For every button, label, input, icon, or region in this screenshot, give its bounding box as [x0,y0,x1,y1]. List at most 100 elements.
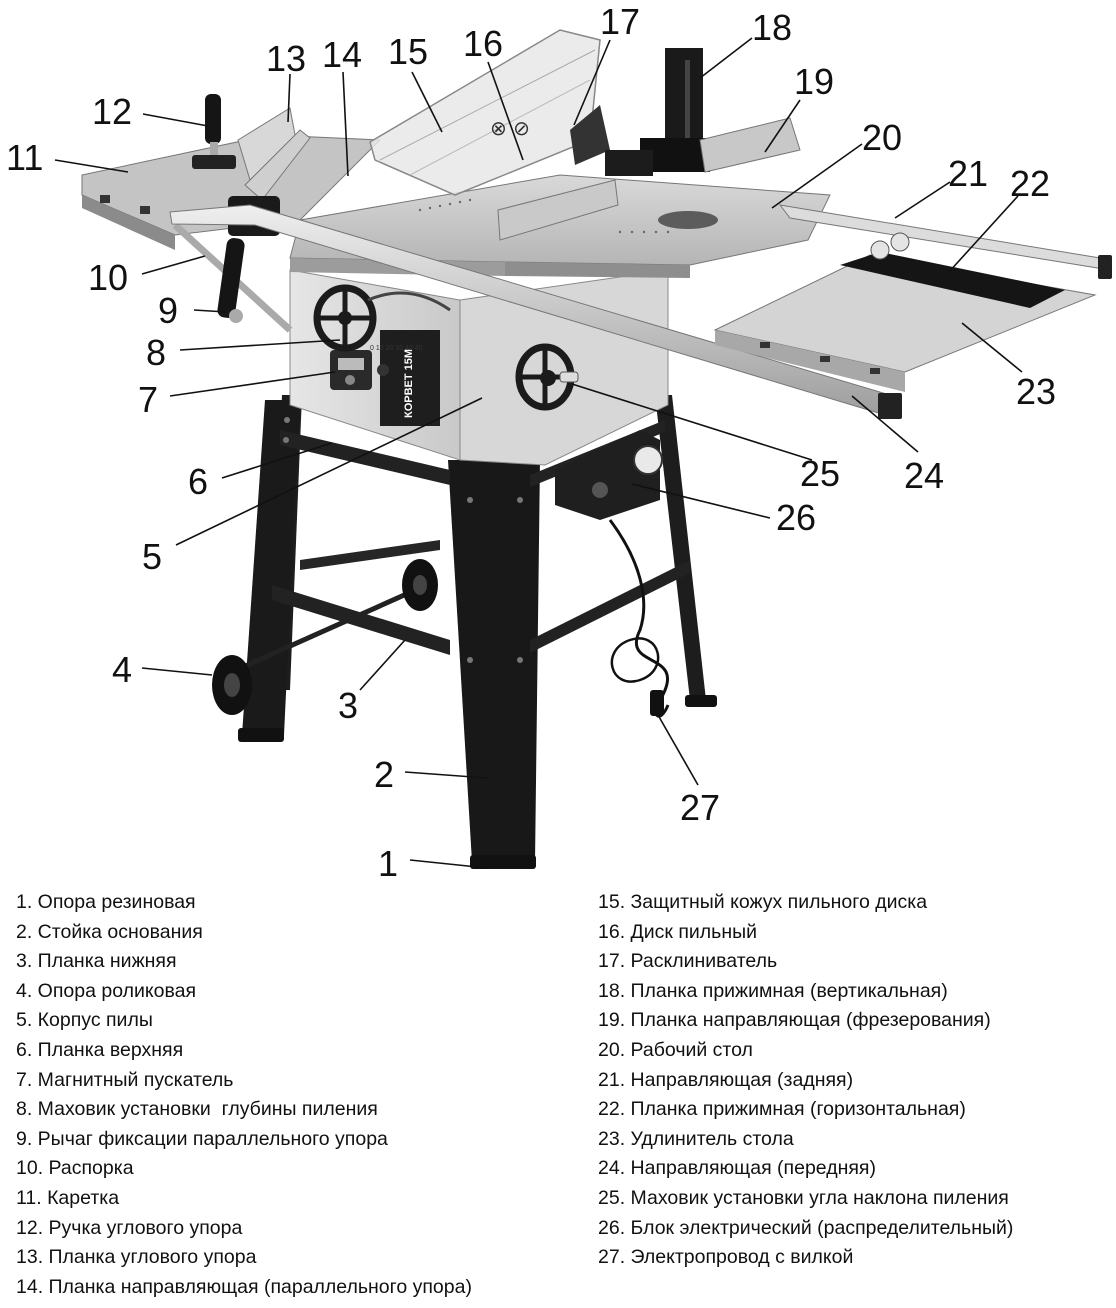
leader-21 [894,181,951,219]
callout-15: 15 [388,31,428,72]
rubber-foot-rear-right [685,695,717,707]
roller-wheel-left-hub [224,673,240,697]
legend-item: 6. Планка верхняя [16,1038,184,1061]
legend-item: 20. Рабочий стол [598,1038,753,1061]
leader-5 [175,397,483,546]
upper-crossbar [280,430,450,485]
tilt-handwheel [515,343,579,411]
leader-lines [54,37,1023,869]
legend-item: 4. Опора роликовая [16,979,197,1002]
legend-item: 12. Ручка углового упора [16,1216,243,1239]
callout-25: 25 [800,453,840,494]
legend-item: 24. Направляющая (передняя) [598,1157,876,1180]
leader-27 [657,714,699,786]
angle-scale-text: 0 10 20 30 40 45 [370,345,423,352]
callout-6: 6 [188,461,208,502]
callout-4: 4 [112,649,132,690]
leader-10 [141,255,206,275]
svg-text:⊗ ⊘: ⊗ ⊘ [490,116,530,140]
legend-item: 14. Планка направляющая (параллельного у… [16,1275,472,1298]
leader-25 [571,383,813,461]
leader-24 [851,395,919,453]
leader-16 [487,61,524,161]
callout-11: 11 [6,137,43,178]
stand [212,395,717,869]
horizontal-hold-down [840,252,1065,308]
vertical-hold-down [605,48,710,176]
legend-item: 25. Маховик установки угла наклона пилен… [598,1186,1009,1209]
table-extension [713,232,1097,392]
callout-18: 18 [752,7,792,48]
leader-2 [404,771,488,779]
legend-item: 27. Электропровод с вилкой [598,1246,854,1269]
callout-17: 17 [600,1,640,42]
leader-8 [179,339,341,351]
table-insert [658,211,718,229]
machine-illustration: КОРВЕТ 15М 0 10 20 30 40 45 [81,29,1112,869]
magnetic-switch-button [338,358,364,370]
leader-18 [699,37,753,79]
rip-fence [497,179,619,241]
callout-1: 1 [378,843,398,880]
leader-3 [359,639,406,691]
callout-10: 10 [88,257,128,298]
leader-12 [142,113,209,127]
rear-right-leg [655,395,706,700]
work-table [289,174,831,278]
legend-item: 22. Планка прижимная (горизонтальная) [598,1098,966,1121]
leader-9 [193,309,227,313]
legend-item: 1. Опора резиновая [16,891,196,913]
leader-1 [409,859,488,869]
callout-19: 19 [794,61,834,102]
callout-23: 23 [1016,371,1056,412]
milling-guide-bar [699,117,801,173]
legend-item: 11. Каретка [16,1186,120,1209]
leader-23 [961,322,1023,373]
callout-9: 9 [158,290,178,331]
callout-7: 7 [138,379,158,420]
leader-15 [411,71,443,133]
legend-item: 10. Распорка [16,1157,134,1180]
rear-guide-rail [778,204,1112,271]
legend-item: 23. Удлинитель стола [598,1127,794,1150]
round-badge [377,364,389,376]
legend-item: 7. Магнитный пускатель [16,1068,234,1091]
front-right-leg [448,460,540,862]
power-cord [608,519,670,718]
front-rail-end-cap [878,393,902,419]
leader-13 [287,73,291,123]
leader-4 [141,667,213,676]
rubber-foot-front-left [238,728,284,742]
legend-item: 13. Планка углового упора [16,1246,257,1269]
brand-plate [380,330,440,426]
legend-item: 26. Блок электрический (распределительны… [598,1216,1014,1239]
magnetic-switch-indicator [345,375,355,385]
leader-11 [54,159,129,173]
leader-26 [631,483,771,519]
callout-26: 26 [776,497,816,538]
callout-20: 20 [862,117,902,158]
legend-item: 17. Расклиниватель [598,950,778,973]
power-plug [650,690,664,716]
callout-13: 13 [266,38,306,79]
legend-item: 18. Планка прижимная (вертикальная) [598,979,948,1002]
leader-17 [573,39,611,126]
leader-19 [764,99,801,153]
parallel-fence-guide [244,129,311,201]
leader-7 [169,371,336,397]
callout-27: 27 [680,787,720,828]
lower-crossbar-right [530,560,690,653]
leader-14 [342,71,349,177]
legend-item: 15. Защитный кожух пильного диска [598,891,928,913]
callout-numbers: 1 2 3 4 5 6 7 8 9 10 11 12 13 14 15 16 1… [6,1,1056,880]
axle [230,585,422,675]
legend-item: 16. Диск пильный [598,920,757,943]
brand-text: КОРВЕТ 15М [403,349,415,418]
mitre-handle [192,94,236,169]
callout-16: 16 [463,23,503,64]
electrical-block [555,430,663,520]
legend-column-left: 1. Опора резиновая 2. Стойка основания 3… [16,888,586,1302]
callout-14: 14 [322,34,362,75]
callout-24: 24 [904,455,944,496]
legend-item: 21. Направляющая (задняя) [598,1068,854,1091]
